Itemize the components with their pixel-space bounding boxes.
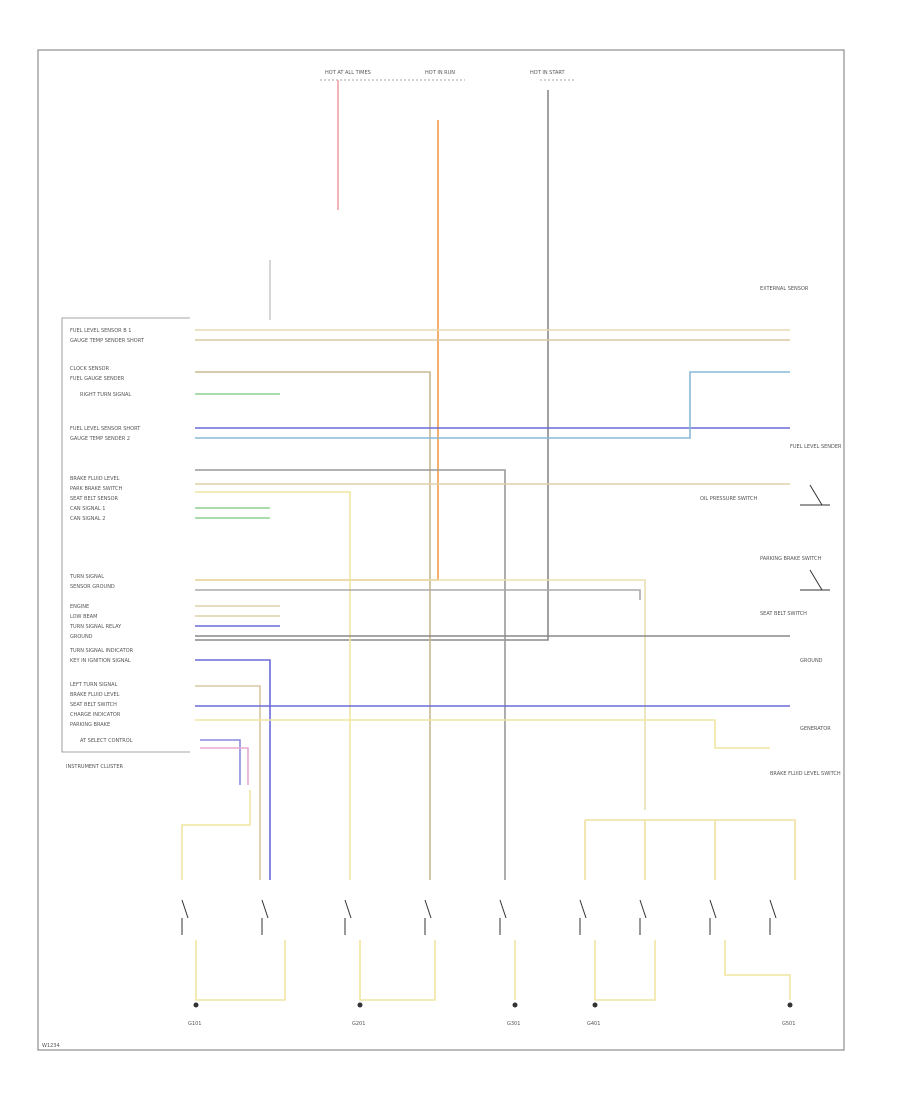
- left-label-21: BRAKE FLUID LEVEL: [70, 692, 120, 698]
- left-label-14: ENGINE: [70, 604, 89, 610]
- left-label-2: CLOCK SENSOR: [70, 366, 110, 372]
- switch-4: [424, 899, 432, 935]
- left-label-22: SEAT BELT SWITCH: [70, 702, 117, 708]
- fuse-label-2: HOT IN RUN: [425, 70, 455, 76]
- left-label-13: SENSOR GROUND: [70, 584, 115, 590]
- wire-gray-2: [195, 469, 506, 880]
- right-label-5: GROUND: [800, 658, 823, 664]
- wire-yellow-9: [724, 940, 791, 1000]
- ground-dot-3: [512, 1002, 518, 1008]
- switch-9: [769, 899, 777, 935]
- wire-gray-feed: [195, 90, 549, 641]
- left-label-19: KEY IN IGNITION SIGNAL: [70, 658, 131, 664]
- left-label-6: GAUGE TEMP SENDER 2: [70, 436, 130, 442]
- ground-label-0: G101: [188, 1021, 201, 1027]
- wire-yellow-2: [195, 719, 770, 749]
- ground-dot-1: [193, 1002, 199, 1008]
- diagram-frame: [37, 49, 845, 1051]
- right-label-6: GENERATOR: [800, 726, 831, 732]
- right-label-1: FUEL LEVEL SENDER: [790, 444, 842, 450]
- switch-group: [181, 484, 830, 935]
- left-label-3: FUEL GAUGE SENDER: [70, 376, 125, 382]
- left-label-8: PARK BRAKE SWITCH: [70, 486, 122, 492]
- switch-7: [639, 899, 647, 935]
- left-label-23: CHARGE INDICATOR: [70, 712, 121, 718]
- left-label-25: AT SELECT CONTROL: [80, 738, 133, 744]
- wire-yellow-5: [195, 940, 286, 1001]
- left-label-0: FUEL LEVEL SENSOR B 1: [70, 328, 131, 334]
- wire-gray-3: [195, 589, 641, 600]
- wire-tan-3: [195, 371, 431, 880]
- switch-1: [181, 899, 189, 935]
- right-label-3: PARKING BRAKE SWITCH: [760, 556, 822, 562]
- left-label-1: GAUGE TEMP SENDER SHORT: [70, 338, 145, 344]
- wire-yellow-4: [584, 819, 796, 880]
- ground-symbols: [193, 1002, 793, 1008]
- switch-6: [579, 899, 587, 935]
- left-label-17: GROUND: [70, 634, 93, 640]
- wire-orange-feed: [195, 120, 439, 581]
- wire-yellow-1: [195, 491, 351, 880]
- left-label-10: CAN SIGNAL 1: [70, 506, 105, 512]
- cluster-label: INSTRUMENT CLUSTER: [66, 764, 124, 770]
- right-label-4: SEAT BELT SWITCH: [760, 611, 807, 617]
- left-label-4: RIGHT TURN SIGNAL: [80, 392, 131, 398]
- left-label-16: TURN SIGNAL RELAY: [69, 624, 122, 630]
- ground-label-4: G501: [782, 1021, 795, 1027]
- wire-tan-5: [195, 579, 646, 810]
- wire-tan-8: [195, 685, 261, 880]
- switch-5: [499, 899, 507, 935]
- left-label-20: LEFT TURN SIGNAL: [70, 682, 118, 688]
- wire-pink-1: [200, 747, 249, 785]
- ground-dot-2: [357, 1002, 363, 1008]
- switch-2: [261, 899, 269, 935]
- left-label-7: BRAKE FLUID LEVEL: [70, 476, 120, 482]
- wire-yellow-6: [359, 940, 436, 1001]
- left-label-18: TURN SIGNAL INDICATOR: [69, 648, 134, 654]
- wire-yellow-3: [181, 790, 251, 880]
- left-labels: FUEL LEVEL SENSOR B 1 GAUGE TEMP SENDER …: [69, 328, 145, 744]
- bottom-labels: G101 G201 G301 G401 G501: [188, 1021, 795, 1027]
- corner-code: W1234: [42, 1043, 60, 1049]
- fuse-label-1: HOT AT ALL TIMES: [325, 70, 371, 76]
- wire-yellow-8: [594, 940, 656, 1001]
- wire-blue-5: [200, 739, 241, 785]
- right-label-2: OIL PRESSURE SWITCH: [700, 496, 758, 502]
- ground-label-3: G401: [587, 1021, 600, 1027]
- wire-blue-3: [195, 659, 271, 880]
- ground-label-2: G301: [507, 1021, 520, 1027]
- ground-dot-4: [592, 1002, 598, 1008]
- cluster-boundary: [61, 317, 190, 753]
- switch-right-1: [800, 484, 830, 506]
- switch-3: [344, 899, 352, 935]
- switch-8: [709, 899, 717, 935]
- switch-right-2: [800, 569, 830, 591]
- left-label-24: PARKING BRAKE: [70, 722, 110, 728]
- ground-dot-5: [787, 1002, 793, 1008]
- right-label-7: BRAKE FLUID LEVEL SWITCH: [770, 771, 841, 777]
- right-labels: EXTERNAL SENSOR FUEL LEVEL SENDER OIL PR…: [700, 286, 842, 777]
- fuse-label-3: HOT IN START: [530, 70, 566, 76]
- ground-label-1: G201: [352, 1021, 365, 1027]
- left-label-15: LOW BEAM: [70, 614, 97, 620]
- right-label-0: EXTERNAL SENSOR: [760, 286, 809, 292]
- left-label-12: TURN SIGNAL: [69, 574, 104, 580]
- wire-cyan-1: [195, 371, 790, 439]
- left-label-9: SEAT BELT SENSOR: [70, 496, 119, 502]
- left-label-5: FUEL LEVEL SENSOR SHORT: [70, 426, 141, 432]
- left-label-11: CAN SIGNAL 2: [70, 516, 105, 522]
